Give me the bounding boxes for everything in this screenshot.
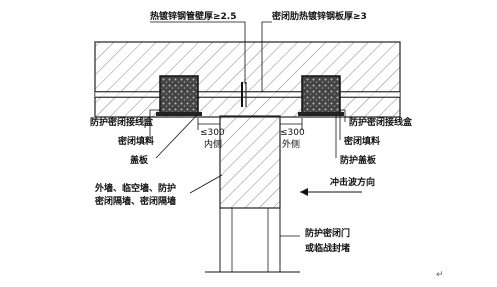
junction-box-right [298,75,344,116]
dim-right-label: ≤300 [280,128,305,138]
pipe-wall-label: 热镀锌钢管壁厚≥2.5 [150,12,237,22]
door-label-line-2: 或临战封堵 [305,244,351,254]
sealing-filler-right-label: 密闭填料 [344,137,381,147]
conduit-pipe [95,91,400,98]
cover-plate-right-label: 防护盖板 [340,156,377,166]
wall-types-line-2: 密闭隔墙、密闭隔墙 [95,197,177,207]
junction-box-left [156,75,202,116]
leader-lines [144,21,346,237]
sealing-rib-plate [241,82,247,107]
inner-side-label: 内侧 [204,140,223,150]
outer-side-label: 外侧 [282,140,301,150]
shock-wave-label: 冲击波方向 [330,178,376,188]
sealing-filler-left-label: 密闭填料 [118,137,155,147]
dimension-lines [197,118,303,130]
door-label-line-1: 防护密闭门 [305,229,351,239]
junction-box-right-label: 防护密闭接线盒 [349,118,413,128]
cover-plate-left-label: 盖板 [130,156,149,166]
sealing-rib-plate-label: 密闭肋热镀锌钢板厚≥3 [272,12,367,22]
shock-wave-arrow-icon [300,188,362,196]
dim-left-label: ≤300 [200,128,225,138]
junction-box-left-label: 防护密闭接线盒 [90,118,154,128]
wall-types-line-1: 外墙、临空墙、防护 [95,184,177,194]
paragraph-mark: ↵ [436,270,444,280]
ceiling-slab [94,41,401,118]
wall-section [219,115,281,272]
